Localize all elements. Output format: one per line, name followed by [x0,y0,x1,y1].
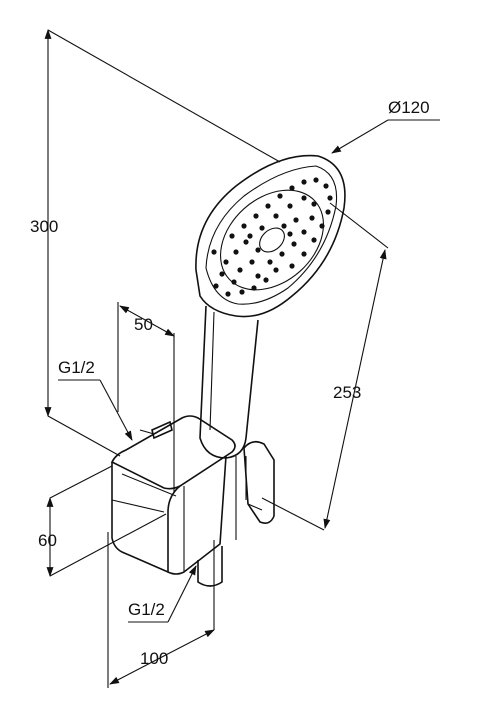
label-thread-bottom: G1/2 [128,600,165,619]
label-diameter: Ø120 [388,98,430,117]
label-253: 253 [333,383,361,402]
dimension-253: 253 [261,202,389,531]
label-100: 100 [140,649,168,668]
label-60: 60 [38,531,57,550]
dimension-100: 100 [107,532,215,688]
hand-shower [195,154,346,540]
dimension-thread-bottom: G1/2 [128,565,197,623]
wall-bracket [110,415,275,587]
dimension-300: 300 [30,29,281,457]
label-thread-top: G1/2 [58,358,95,377]
dimension-diameter: Ø120 [331,98,440,154]
nozzle-pattern [211,177,333,297]
label-300: 300 [30,217,58,236]
label-50: 50 [134,315,153,334]
dimension-50: 50 [117,302,175,492]
dimension-thread-top: G1/2 [58,358,133,441]
dimension-60: 60 [38,465,167,577]
